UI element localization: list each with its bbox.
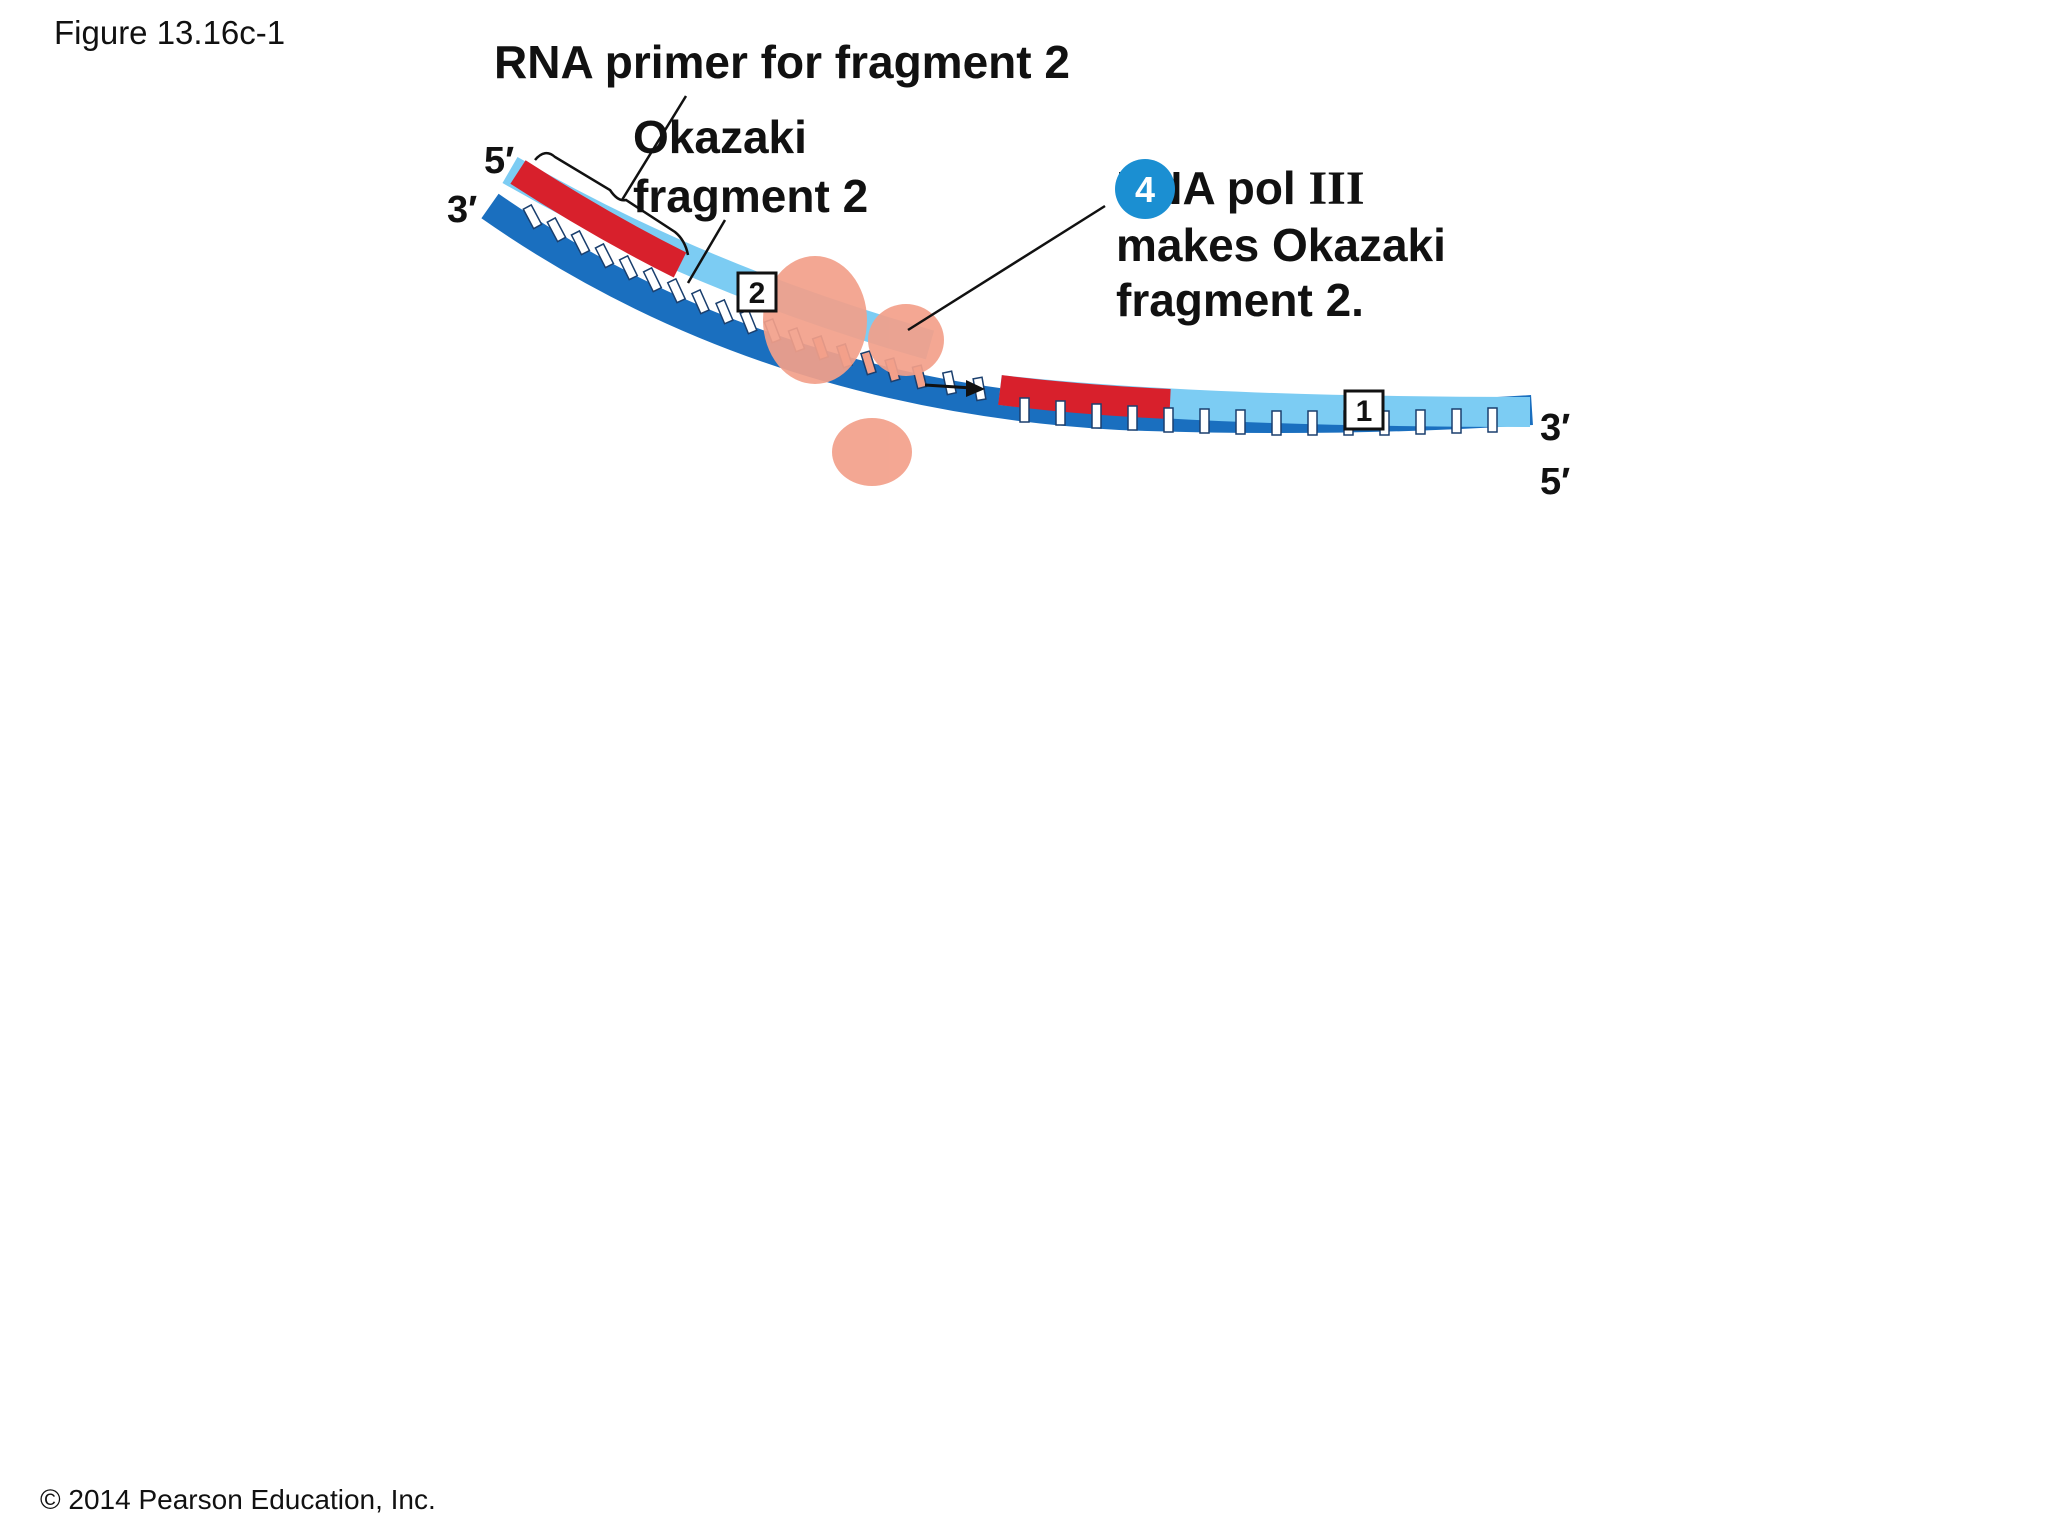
polymerase-leader-line: [907, 204, 1106, 332]
fragment-1-box: 1: [1343, 389, 1385, 431]
step-badge: 4: [1115, 159, 1175, 219]
okazaki-leader-line: [686, 219, 727, 284]
fragment-2-box: 2: [736, 271, 778, 313]
dna-polymerase-iii: [763, 256, 944, 486]
fragment-1-number: 1: [1356, 395, 1373, 428]
figure-title: Figure 13.16c-1: [54, 14, 286, 51]
right-3-prime-label: 3′: [1540, 407, 1570, 449]
step-label-line2: makes Okazaki: [1116, 219, 1446, 271]
rna-primer-leader-line: [620, 95, 688, 201]
right-5-prime-label: 5′: [1540, 461, 1570, 503]
step-number: 4: [1135, 169, 1155, 210]
okazaki-fragment-bracket: [534, 151, 690, 256]
rna-primer-fragment-2: [510, 160, 687, 278]
rna-primer-fragment-1: [998, 375, 1171, 419]
left-5-prime-label: 5′: [484, 140, 514, 182]
fragment-2-number: 2: [749, 277, 766, 310]
step-label-roman: III: [1309, 162, 1365, 215]
okazaki-label-line1: Okazaki: [633, 111, 807, 163]
okazaki-label-line2: fragment 2: [633, 170, 868, 222]
left-3-prime-label: 3′: [447, 189, 477, 231]
rna-primer-label: RNA primer for fragment 2: [494, 36, 1070, 88]
step-label-line3: fragment 2.: [1116, 274, 1364, 326]
synthesis-direction-arrow: [924, 380, 985, 397]
copyright-notice: © 2014 Pearson Education, Inc.: [40, 1484, 436, 1515]
